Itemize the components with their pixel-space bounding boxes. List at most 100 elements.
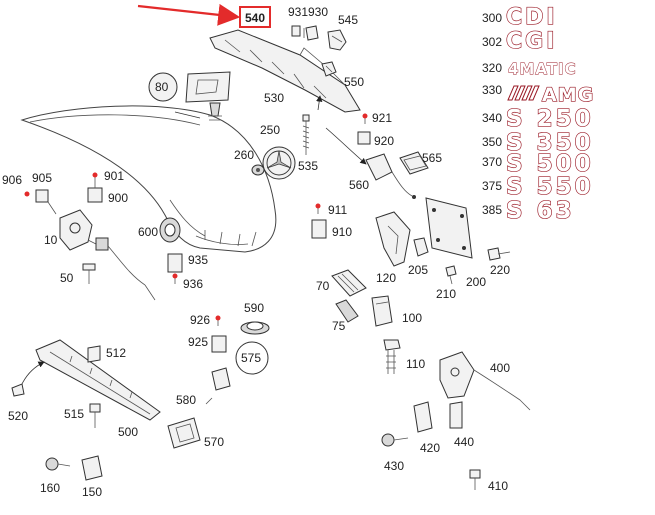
callout-900[interactable]: 900	[108, 191, 128, 205]
callout-320[interactable]: 320	[482, 61, 502, 75]
actuator-600	[159, 217, 181, 243]
bolt-515	[89, 403, 101, 428]
trim-strip-530	[209, 29, 361, 113]
latch-75	[335, 299, 359, 323]
callout-385[interactable]: 385	[482, 203, 502, 217]
callout-500[interactable]: 500	[118, 425, 138, 439]
connector-920	[357, 131, 371, 145]
callout-570[interactable]: 570	[204, 435, 224, 449]
callout-430[interactable]: 430	[384, 459, 404, 473]
callout-110[interactable]: 110	[406, 357, 425, 371]
callout-512[interactable]: 512	[106, 346, 126, 360]
circle-575	[235, 341, 269, 375]
callout-600[interactable]: 600	[138, 225, 158, 239]
callout-930[interactable]: 930	[308, 5, 328, 19]
callout-565[interactable]: 565	[422, 151, 442, 165]
trunk-lid	[20, 105, 277, 253]
callout-410[interactable]: 410	[488, 479, 508, 493]
callout-560[interactable]: 560	[349, 178, 369, 192]
callout-10[interactable]: 10	[44, 233, 58, 247]
latch-70	[331, 269, 367, 297]
callout-910[interactable]: 910	[332, 225, 352, 239]
callout-350[interactable]: 350	[482, 135, 502, 149]
callout-921[interactable]: 921	[372, 111, 392, 125]
highlight-marker: 540	[137, 3, 271, 28]
callout-420[interactable]: 420	[420, 441, 440, 455]
callout-926[interactable]: 926	[190, 313, 210, 327]
callout-515[interactable]: 515	[64, 407, 84, 421]
callout-50[interactable]: 50	[60, 271, 74, 285]
callout-80[interactable]: 80	[155, 80, 169, 94]
cover-plate-80	[148, 71, 231, 121]
light-565	[399, 151, 429, 175]
callout-250[interactable]: 250	[260, 123, 280, 137]
callout-925[interactable]: 925	[188, 335, 208, 349]
badge-cgi: CGI	[506, 29, 557, 54]
callout-400[interactable]: 400	[490, 361, 510, 375]
callout-580[interactable]: 580	[176, 393, 196, 407]
clip-545	[327, 29, 347, 51]
callout-302[interactable]: 302	[482, 35, 502, 49]
callout-905[interactable]: 905	[32, 171, 52, 185]
callout-575[interactable]: 575	[241, 351, 261, 365]
part-440	[449, 401, 463, 429]
clip-550	[321, 61, 337, 77]
part-926	[215, 315, 221, 326]
callout-936[interactable]: 936	[183, 277, 203, 291]
screw-50	[82, 263, 96, 284]
bolt-430	[381, 433, 409, 447]
connector-935	[167, 253, 183, 273]
bolt-220	[487, 247, 511, 261]
callout-205[interactable]: 205	[408, 263, 428, 277]
callout-150[interactable]: 150	[82, 485, 102, 499]
callout-120[interactable]: 120	[376, 271, 396, 285]
callout-370[interactable]: 370	[482, 155, 502, 169]
connector-910	[311, 219, 327, 239]
callout-535[interactable]: 535	[298, 159, 318, 173]
callout-540[interactable]: 540	[245, 11, 265, 25]
callout-520[interactable]: 520	[8, 409, 28, 423]
callout-340[interactable]: 340	[482, 111, 502, 125]
callout-911[interactable]: 911	[328, 203, 347, 217]
callout-545[interactable]: 545	[338, 13, 358, 27]
badge-s63: S 63	[506, 198, 575, 224]
callout-530[interactable]: 530	[264, 91, 284, 105]
svg-text:AMG: AMG	[542, 84, 594, 106]
switch-560	[325, 127, 416, 199]
badge-4matic: 4MATIC	[508, 60, 577, 78]
callout-901[interactable]: 901	[104, 169, 124, 183]
badge-s550: S 550	[506, 174, 594, 200]
callout-220[interactable]: 220	[490, 263, 510, 277]
callout-550[interactable]: 550	[344, 75, 364, 89]
part-590	[240, 321, 270, 335]
callout-100[interactable]: 100	[402, 311, 422, 325]
lock-10	[59, 209, 156, 301]
callout-906[interactable]: 906	[2, 173, 22, 187]
callout-300[interactable]: 300	[482, 11, 502, 25]
callout-330[interactable]: 330	[482, 83, 502, 97]
highlight-box[interactable]	[239, 6, 271, 28]
arrow-520	[11, 361, 45, 397]
bracket-420	[413, 401, 433, 433]
callout-931[interactable]: 931	[288, 5, 308, 19]
callout-375[interactable]: 375	[482, 179, 502, 193]
clip-905	[35, 189, 57, 215]
callout-260[interactable]: 260	[234, 148, 254, 162]
callout-920[interactable]: 920	[374, 134, 394, 148]
clip-150	[81, 455, 103, 481]
bolt-160	[45, 457, 71, 471]
callout-210[interactable]: 210	[436, 287, 456, 301]
callout-200[interactable]: 200	[466, 275, 486, 289]
callout-160[interactable]: 160	[40, 481, 60, 495]
badge-list: 300 CDI 302 CGI 320 4MATIC 330 AMG 340 S…	[482, 4, 594, 224]
part-580	[205, 367, 231, 405]
callout-440[interactable]: 440	[454, 435, 474, 449]
callout-935[interactable]: 935	[188, 253, 208, 267]
part-921	[362, 113, 368, 124]
callout-70[interactable]: 70	[316, 279, 330, 293]
lock-400	[439, 351, 531, 411]
callout-75[interactable]: 75	[332, 319, 346, 333]
callout-590[interactable]: 590	[244, 301, 264, 315]
part-936	[172, 273, 178, 284]
